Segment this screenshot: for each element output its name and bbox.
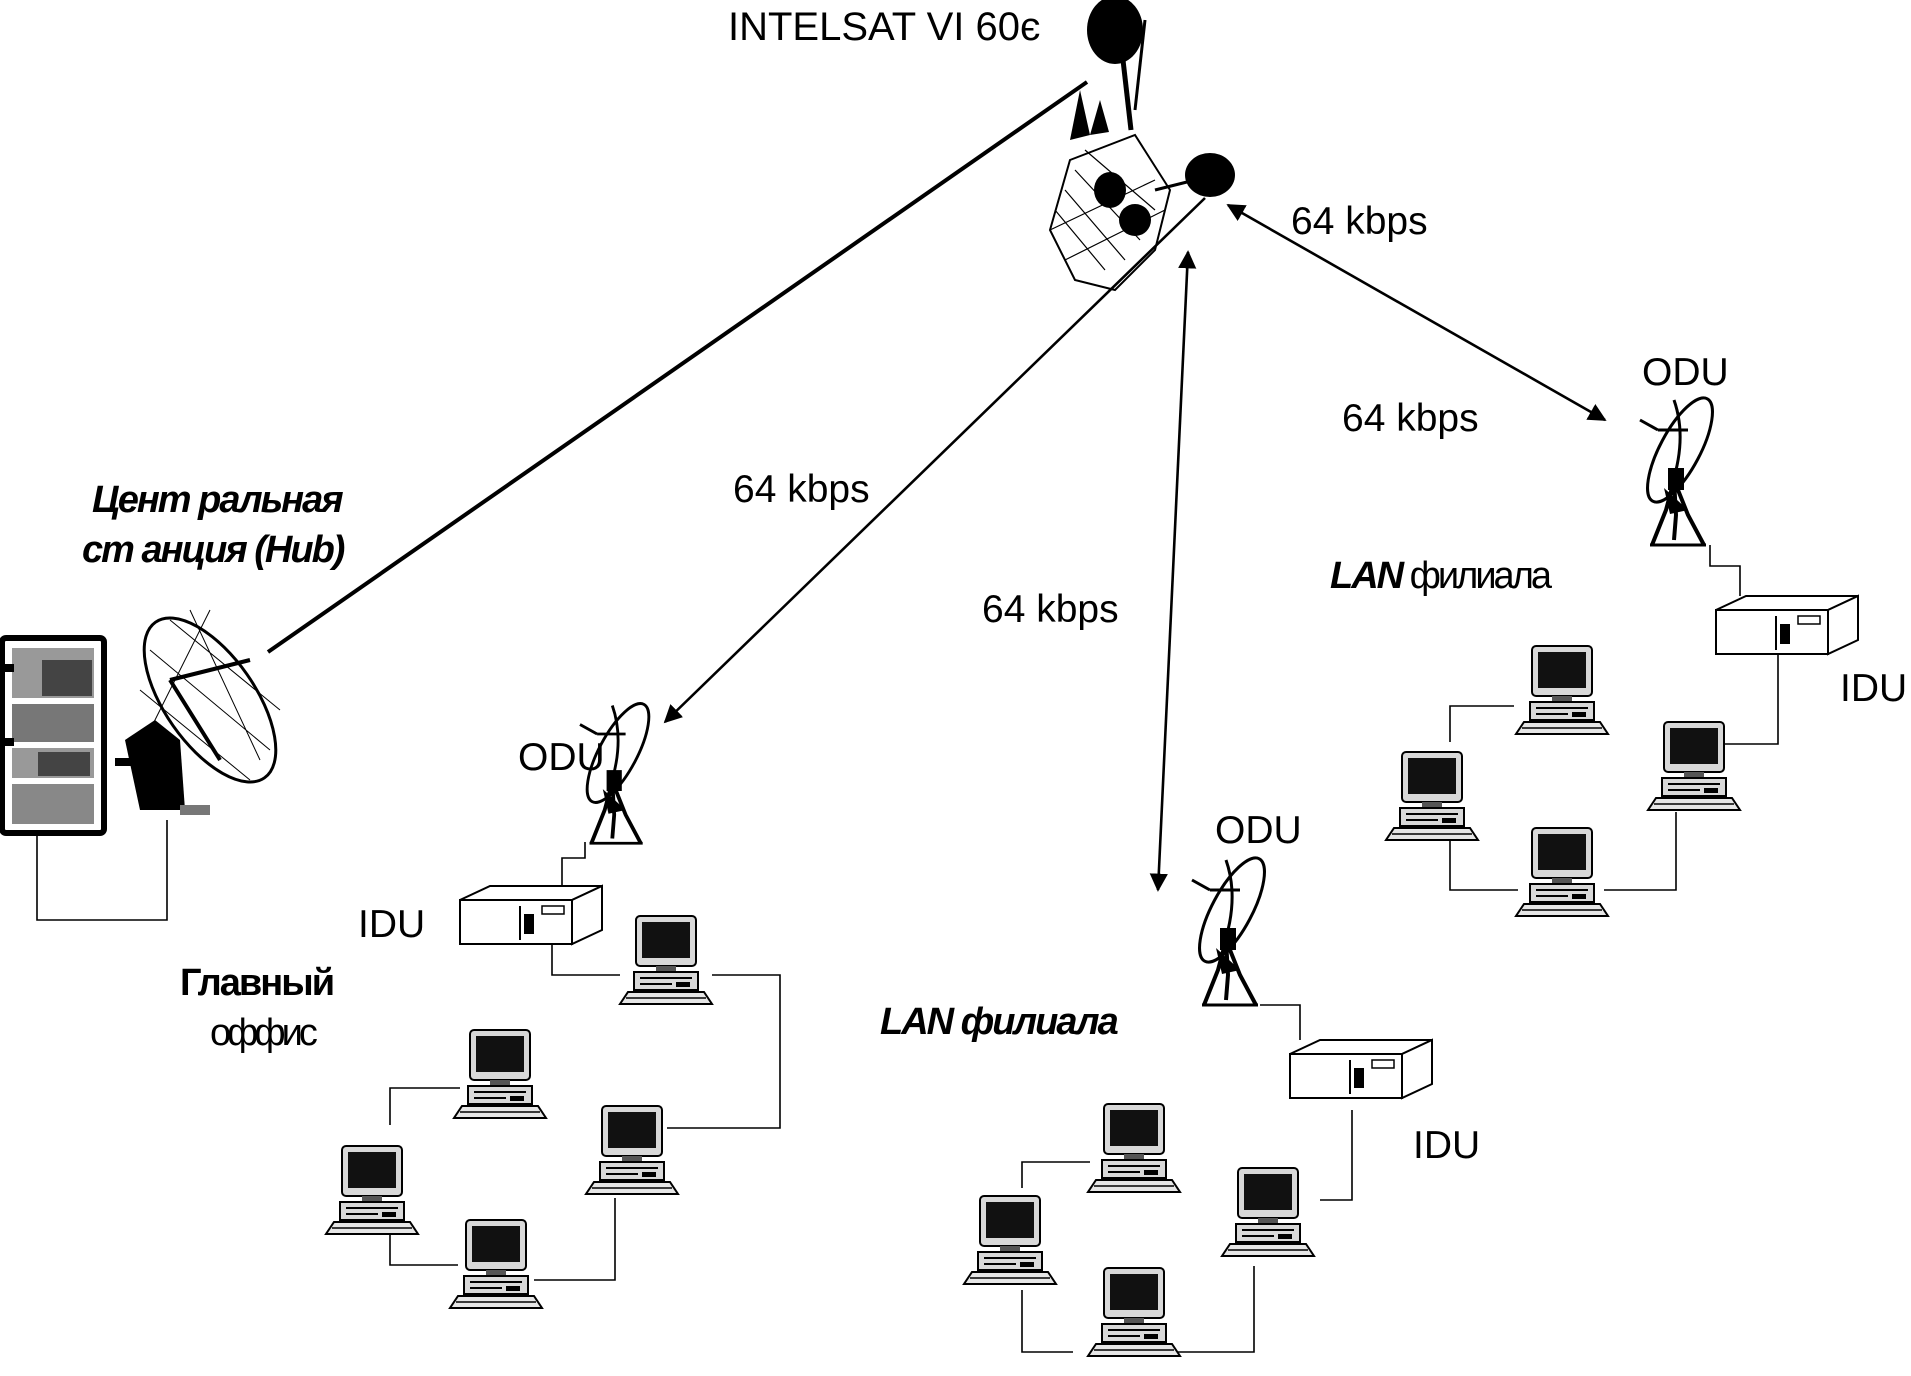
hub-label-line1: Цент ральная xyxy=(92,479,343,521)
desktop-computer-icon xyxy=(1515,645,1609,735)
desktop-computer-icon xyxy=(1647,721,1741,811)
desktop-computer-icon xyxy=(453,1029,547,1119)
desktop-computer-icon xyxy=(1385,751,1479,841)
desktop-computer-icon xyxy=(1221,1167,1315,1257)
desktop-computer-icon xyxy=(325,1145,419,1235)
main-office-idu-label: IDU xyxy=(358,903,425,946)
desktop-computer-icon xyxy=(1087,1267,1181,1357)
branch-center-lan xyxy=(963,1103,1353,1357)
branch-center-idu-icon xyxy=(1289,1039,1433,1099)
hub-cable xyxy=(36,820,168,921)
branch-right-lan-prefix: LAN xyxy=(1330,555,1406,597)
desktop-computer-icon xyxy=(963,1195,1057,1285)
main-office-lan xyxy=(325,915,781,1309)
branch-right-odu-label: ODU xyxy=(1642,351,1729,394)
branch-center-link xyxy=(1149,250,1197,892)
desktop-computer-icon xyxy=(1087,1103,1181,1193)
hub-dish-icon xyxy=(115,609,281,815)
branch-right-rate-label-b: 64 kbps xyxy=(1342,397,1479,440)
satellite-label: INTELSAT VI 60є xyxy=(728,5,1040,49)
desktop-computer-icon xyxy=(449,1219,543,1309)
hub-uplink xyxy=(266,80,1089,654)
branch-center-odu-idu-cable xyxy=(1260,1004,1301,1040)
branch-right-lan-label: LAN филиала xyxy=(1330,555,1553,597)
branch-center-lan-label: LAN филиала xyxy=(880,1001,1119,1043)
main-office-title-line1: Главный xyxy=(180,962,333,1004)
desktop-computer-icon xyxy=(585,1105,679,1195)
satellite-icon xyxy=(1048,0,1235,292)
branch-right-rate-label-a: 64 kbps xyxy=(1291,200,1428,243)
main-office-link xyxy=(663,197,1206,724)
branch-right-idu-label: IDU xyxy=(1840,667,1907,710)
branch-right-lan-suffix: филиала xyxy=(1402,555,1553,597)
branch-center-dish-icon xyxy=(1185,847,1279,1007)
main-office-odu-label: ODU xyxy=(518,736,605,779)
branch-right-dish-icon xyxy=(1633,387,1727,547)
branch-right-lan xyxy=(1385,645,1779,917)
main-office-title-line2: оффис xyxy=(210,1012,317,1054)
branch-center-odu-label: ODU xyxy=(1215,809,1302,852)
hub-label-line2: ст анция (Hub) xyxy=(82,529,345,571)
main-office-idu-icon xyxy=(459,885,603,945)
main-office-odu-idu-cable xyxy=(561,842,586,886)
desktop-computer-icon xyxy=(619,915,713,1005)
branch-center-idu-label: IDU xyxy=(1413,1124,1480,1167)
branch-right-link xyxy=(1226,203,1607,422)
branch-right-odu-idu-cable xyxy=(1709,545,1741,596)
hub-server-rack-icon xyxy=(0,635,107,836)
desktop-computer-icon xyxy=(1515,827,1609,917)
main-office-rate-label: 64 kbps xyxy=(733,468,870,511)
branch-right-idu-icon xyxy=(1715,595,1859,655)
branch-center-rate-label: 64 kbps xyxy=(982,588,1119,631)
